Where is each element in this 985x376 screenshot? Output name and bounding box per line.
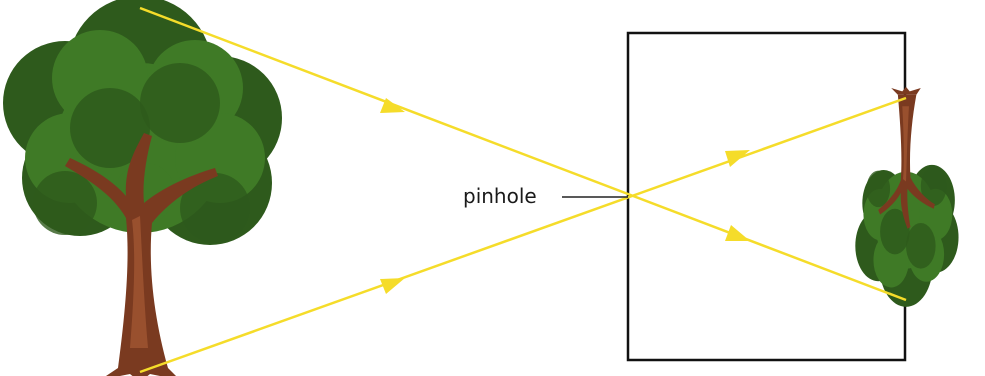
image-tree-icon	[855, 87, 958, 307]
arrow-top-inner	[725, 150, 750, 167]
pinhole-label: pinhole	[463, 184, 537, 208]
object-tree-icon	[3, 0, 282, 376]
arrow-bottom-inner	[725, 225, 750, 241]
arrow-bottom-outer	[380, 278, 405, 294]
ray-arrows	[380, 98, 750, 294]
